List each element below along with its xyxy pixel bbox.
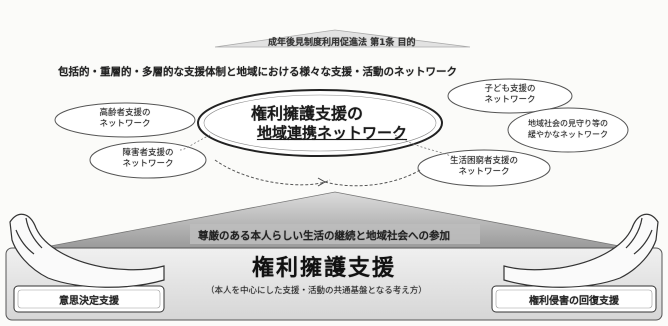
top-arrow-shape bbox=[214, 29, 471, 48]
label-elderly: 高齢者支援の ネットワーク bbox=[99, 108, 151, 129]
oval-livelihood bbox=[417, 149, 551, 187]
goal-band bbox=[190, 224, 480, 244]
label-disability: 障害者支援の ネットワーク bbox=[122, 148, 174, 169]
goal-banner-text: 尊厳のある本人らしい生活の継続と地域社会への参加 bbox=[198, 230, 450, 242]
label-children: 子ども支援の ネットワーク bbox=[484, 84, 536, 105]
right-hand-icon bbox=[503, 213, 659, 288]
connector-left bbox=[214, 159, 331, 186]
left-hand-icon bbox=[9, 213, 165, 288]
top-banner-text: 成年後見制度利用促進法 第1条 目的 bbox=[268, 38, 416, 48]
oval-elderly bbox=[54, 102, 196, 138]
label-community: 地域社会の見守り等の 緩やかなネットワーク bbox=[528, 119, 608, 139]
oval-center bbox=[197, 89, 443, 157]
right-box-label: 権利侵害の回復支援 bbox=[529, 296, 619, 307]
main-title: 権利擁護支援 bbox=[252, 256, 397, 281]
center-title-line2: 地域連携ネットワーク bbox=[256, 124, 407, 142]
center-title-line1: 権利擁護支援の bbox=[250, 104, 363, 123]
main-subtitle: （本人を中心にした支援・活動の共通基盤となる考え方） bbox=[206, 286, 427, 296]
label-livelihood: 生活困窮者支援の ネットワーク bbox=[449, 156, 518, 177]
oval-disability bbox=[89, 141, 207, 179]
connector-right bbox=[324, 169, 421, 187]
left-box-label: 意思決定支援 bbox=[59, 296, 119, 307]
oval-children bbox=[447, 78, 573, 114]
oval-community bbox=[507, 107, 629, 153]
network-heading: 包括的・重層的・多層的な支援体制と地域における様々な支援・活動のネットワーク bbox=[58, 66, 457, 78]
